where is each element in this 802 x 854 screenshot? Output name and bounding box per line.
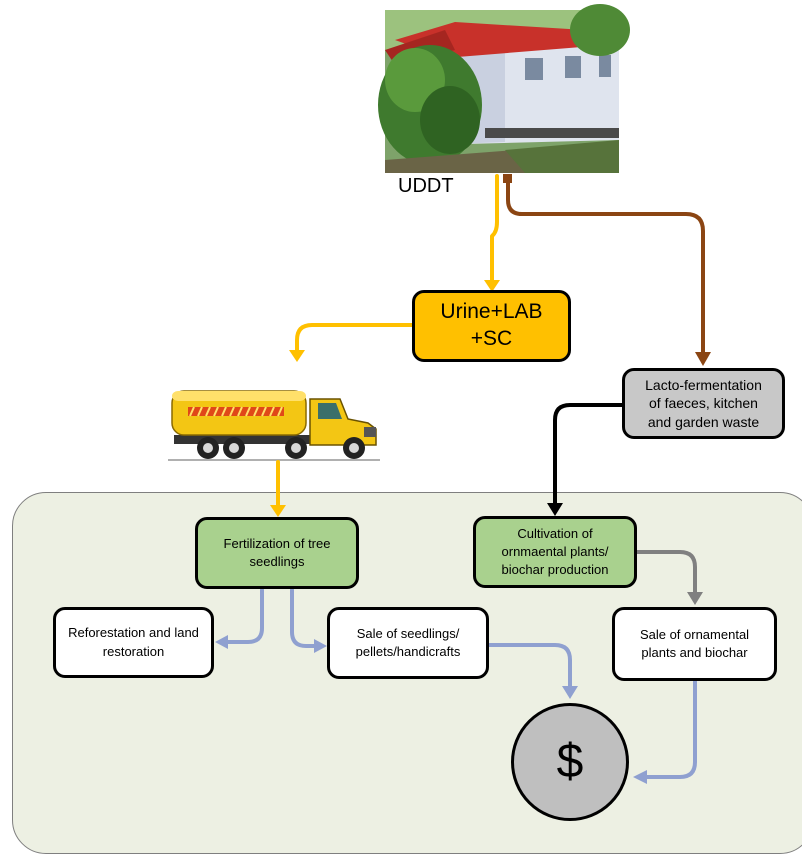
lacto-line-1: Lacto-fermentation	[645, 377, 762, 394]
cultivation-box: Cultivation of ornmaental plants/biochar …	[473, 516, 637, 588]
sale-seedlings-line-2: pellets/handicrafts	[355, 644, 461, 659]
sale-seedlings-box: Sale of seedlings/pellets/handicrafts	[327, 607, 489, 679]
urine-to-truck-arrow	[295, 323, 414, 354]
lacto-line-3: and garden waste	[647, 413, 760, 430]
reforestation-box: Reforestation and land restoration	[53, 607, 214, 678]
compost-to-cultivation-arrow	[553, 403, 624, 507]
sale-ornamental-line-1: Sale of ornamental	[639, 626, 750, 642]
cultivation-line-1: Cultivation of	[517, 525, 593, 541]
cultivation-line-3: biochar production	[501, 562, 609, 578]
urine-line-2: +SC	[470, 327, 513, 350]
sale-ornamental-box: Sale of ornamental plants and biochar	[612, 607, 777, 681]
lacto-line-2: of faeces, kitchen	[649, 395, 758, 412]
reforestation-line-2: restoration	[102, 643, 165, 659]
sale-ornamental-line-2: plants and biochar	[641, 645, 748, 660]
fertilization-line-1: Fertilization of tree	[223, 535, 331, 551]
cultivation-line-2: ornmaental plants/	[501, 543, 609, 559]
urine-line-1: Urine+LAB	[440, 300, 543, 324]
sale-seedlings-line-1: Sale of seedlings/	[356, 625, 460, 641]
fertilization-box: Fertilization of tree seedlings	[195, 517, 359, 589]
reforestation-line-1: Reforestation and land	[68, 625, 199, 641]
fertilization-line-2: seedlings	[249, 554, 305, 569]
urine-flow-arrow	[490, 174, 499, 284]
money-circle: $	[511, 703, 629, 821]
uddt-label: UDDT	[398, 175, 454, 197]
urine-treatment-box: Urine+LAB +SC	[412, 290, 571, 362]
